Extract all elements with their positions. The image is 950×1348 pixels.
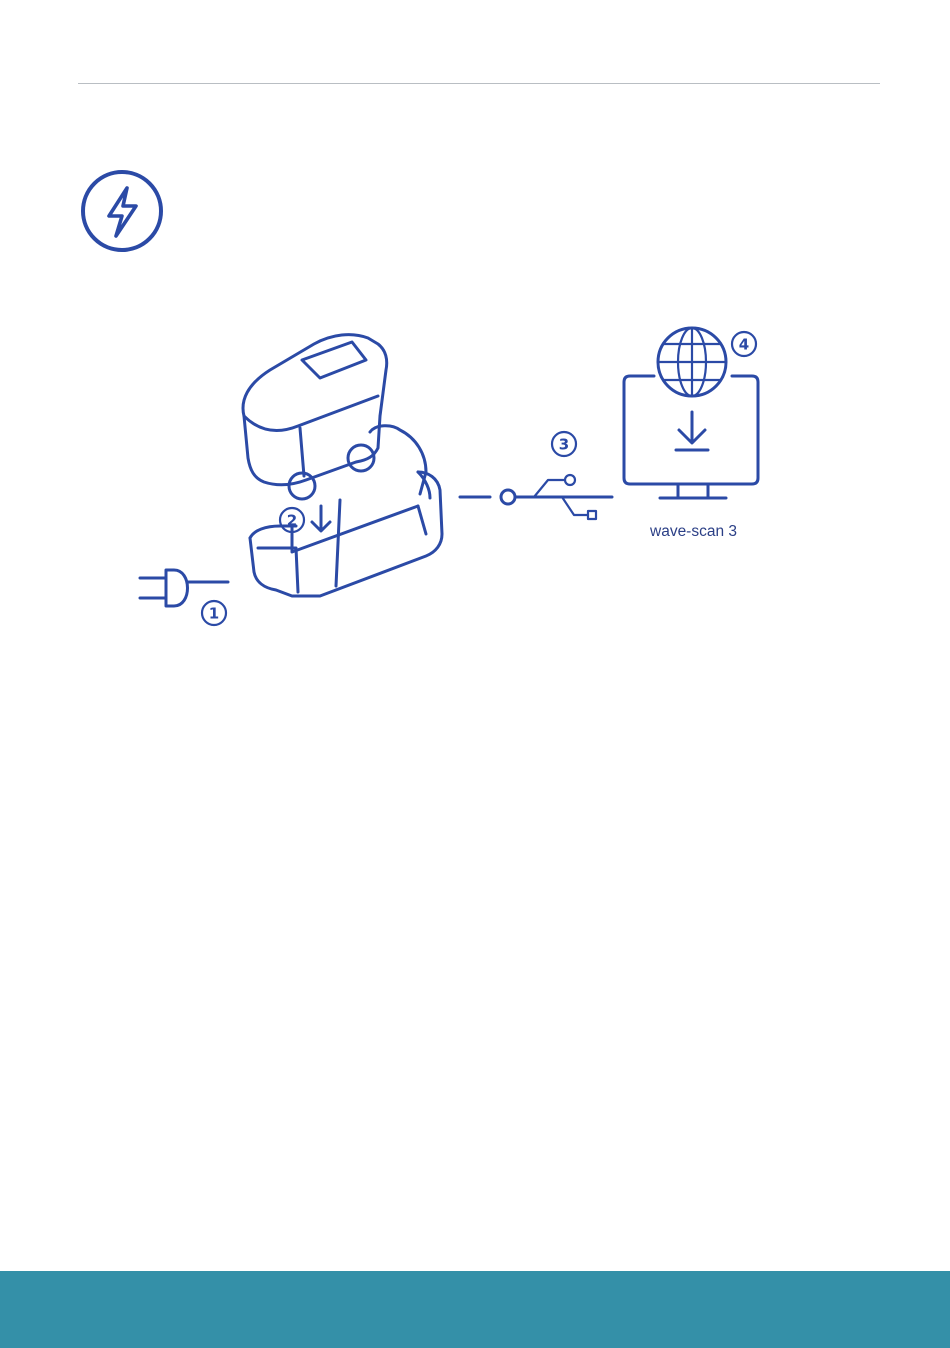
usb-icon: [460, 475, 612, 519]
lightning-bolt-icon: [78, 168, 166, 256]
down-arrow-icon: [312, 506, 330, 531]
step-1-badge: 1: [202, 601, 226, 625]
step-4-badge: 4: [732, 332, 756, 356]
software-caption: wave-scan 3: [650, 522, 750, 542]
connection-diagram: 1 2 3: [130, 320, 780, 640]
globe-icon: [658, 328, 726, 396]
step-4-number: 4: [739, 336, 749, 354]
download-arrow-icon: [676, 412, 708, 450]
footer-band: [0, 1271, 950, 1348]
handheld-instrument: [243, 335, 387, 499]
step-2-number: 2: [287, 512, 297, 530]
step-2-badge: 2: [280, 508, 304, 532]
step-1-number: 1: [209, 605, 219, 623]
step-3-number: 3: [559, 436, 569, 454]
header-divider: [78, 83, 880, 84]
step-3-badge: 3: [552, 432, 576, 456]
charging-cradle: [250, 426, 442, 596]
